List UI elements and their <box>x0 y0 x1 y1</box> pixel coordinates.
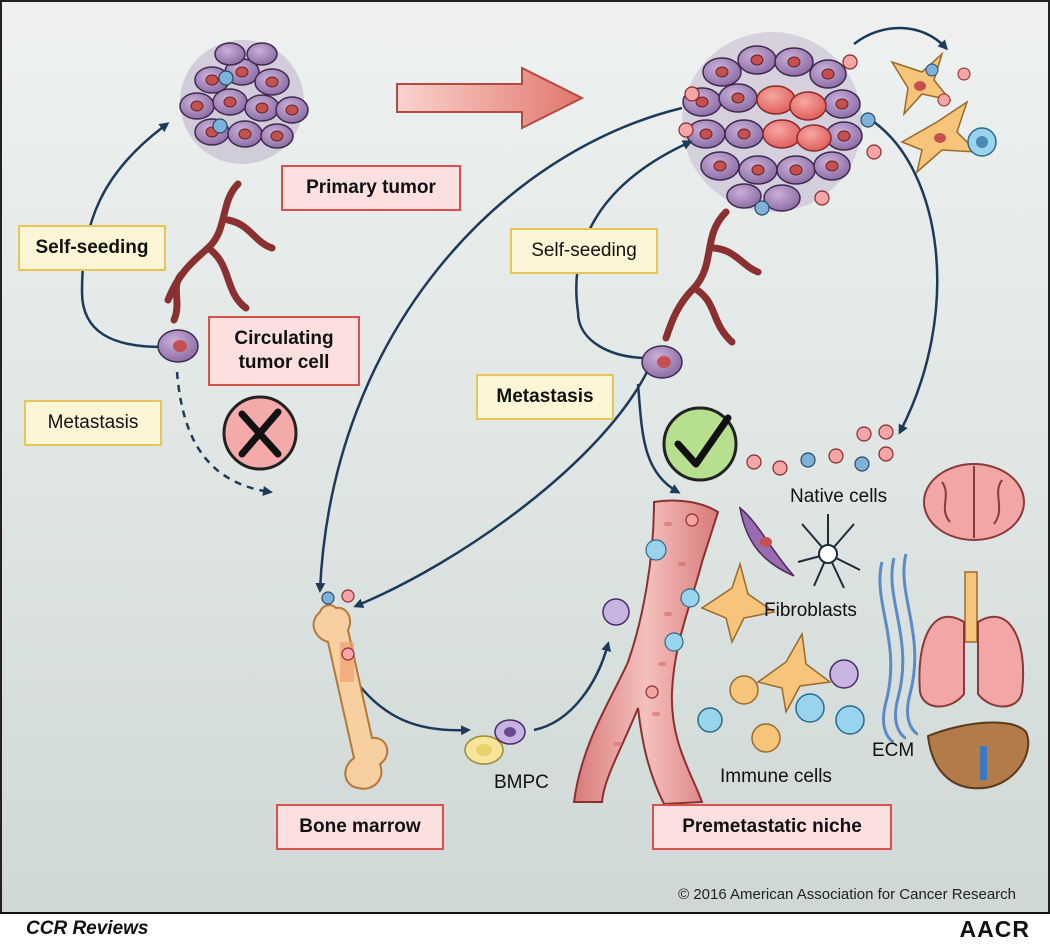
diagram-frame: Primary tumor Self-seeding Circulating t… <box>0 0 1050 914</box>
bmpc-label: BMPC <box>494 772 549 793</box>
native-cells-label: Native cells <box>790 486 888 507</box>
arrow-to-stroma <box>853 26 949 51</box>
niche-blood-vessel <box>572 499 720 806</box>
premetastatic-niche-label: Premetastatic niche <box>652 804 892 850</box>
bone-icon <box>312 589 389 790</box>
lungs-icon <box>918 571 1025 708</box>
bone-marrow-label: Bone marrow <box>276 804 444 850</box>
journal-name: CCR Reviews <box>26 918 149 939</box>
immune-cells-label: Immune cells <box>720 766 832 787</box>
blood-vessel-left <box>164 180 276 324</box>
liver-icon <box>926 721 1030 790</box>
primary-tumor-cluster-left <box>179 40 309 164</box>
fibroblasts-label: Fibroblasts <box>764 600 857 621</box>
diagram-art <box>80 26 1030 806</box>
self-seeding-right-label: Self-seeding <box>510 228 658 274</box>
publisher-logo: AACR <box>959 916 1030 942</box>
ecm-fibers <box>878 553 919 744</box>
brain-icon <box>923 463 1025 541</box>
bmpc-cells <box>464 719 526 765</box>
native-cells-dots <box>746 424 894 476</box>
ecm-label: ECM <box>872 740 915 761</box>
circulating-tumor-cell-right <box>641 345 683 379</box>
primary-tumor-label: Primary tumor <box>281 165 461 211</box>
self-seeding-left-label: Self-seeding <box>18 225 166 271</box>
x-mark-icon <box>222 395 298 471</box>
stromal-cells-top-right <box>890 51 997 175</box>
right-cycle-arrows <box>315 106 939 736</box>
progression-arrow <box>396 66 585 130</box>
circulating-tumor-cell-label: Circulating tumor cell <box>208 316 360 386</box>
circulating-tumor-cell-left <box>157 329 199 363</box>
metastasis-left-label: Metastasis <box>24 400 162 446</box>
footer-bar <box>0 912 1050 950</box>
metastasis-right-label: Metastasis <box>476 374 614 420</box>
copyright-text: © 2016 American Association for Cancer R… <box>678 886 1016 903</box>
primary-tumor-cluster-right <box>678 32 882 216</box>
check-mark-icon <box>662 406 738 482</box>
blood-vessel-right <box>662 208 762 346</box>
